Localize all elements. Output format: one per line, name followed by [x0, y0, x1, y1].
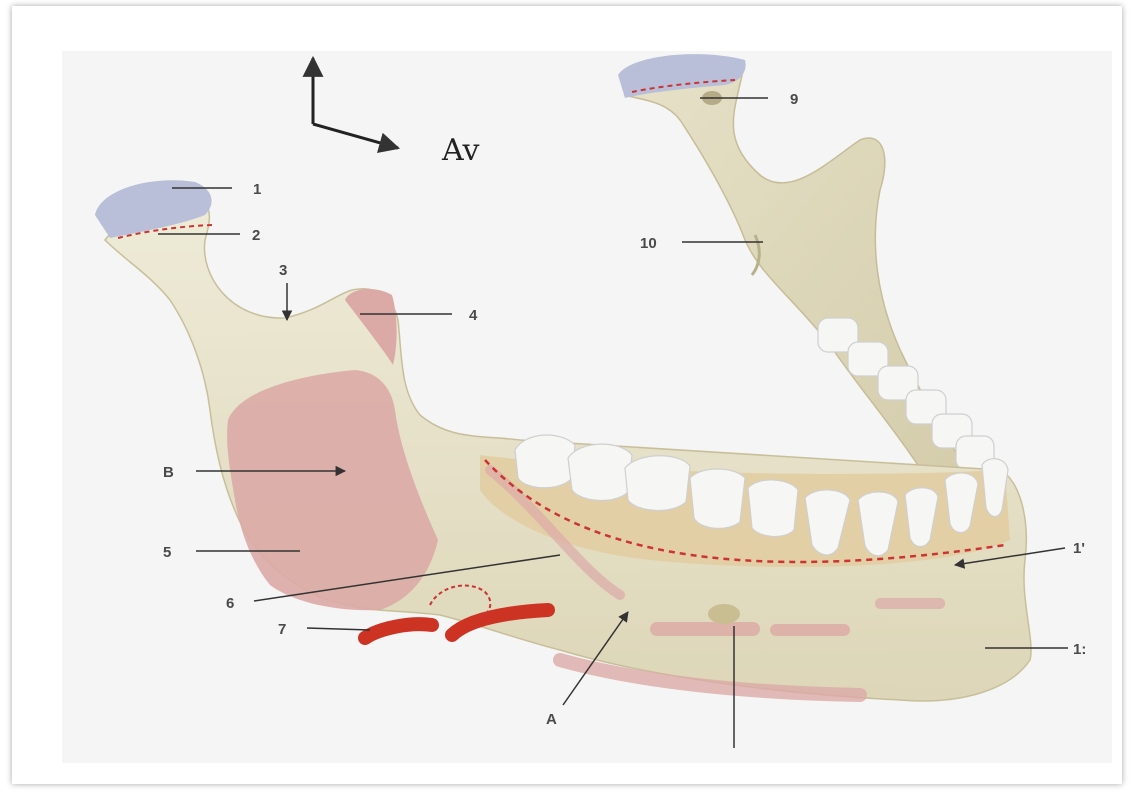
label-b: B — [163, 464, 174, 481]
label-6: 6 — [226, 595, 234, 612]
label-10: 10 — [640, 235, 657, 252]
label-3: 3 — [279, 262, 287, 279]
label-5: 5 — [163, 544, 171, 561]
label-7: 7 — [278, 621, 286, 638]
label-9: 9 — [790, 91, 798, 108]
label-1: 1 — [253, 181, 261, 198]
label-11: 1' — [1073, 540, 1085, 557]
label-12: 1: — [1073, 641, 1086, 658]
label-4: 4 — [469, 307, 478, 324]
label-2: 2 — [252, 227, 260, 244]
direction-label: Av — [441, 133, 479, 168]
far-ramus — [618, 54, 985, 500]
label-a: A — [546, 711, 557, 728]
mental-foramen — [708, 604, 740, 624]
orientation-indicator — [313, 58, 398, 148]
